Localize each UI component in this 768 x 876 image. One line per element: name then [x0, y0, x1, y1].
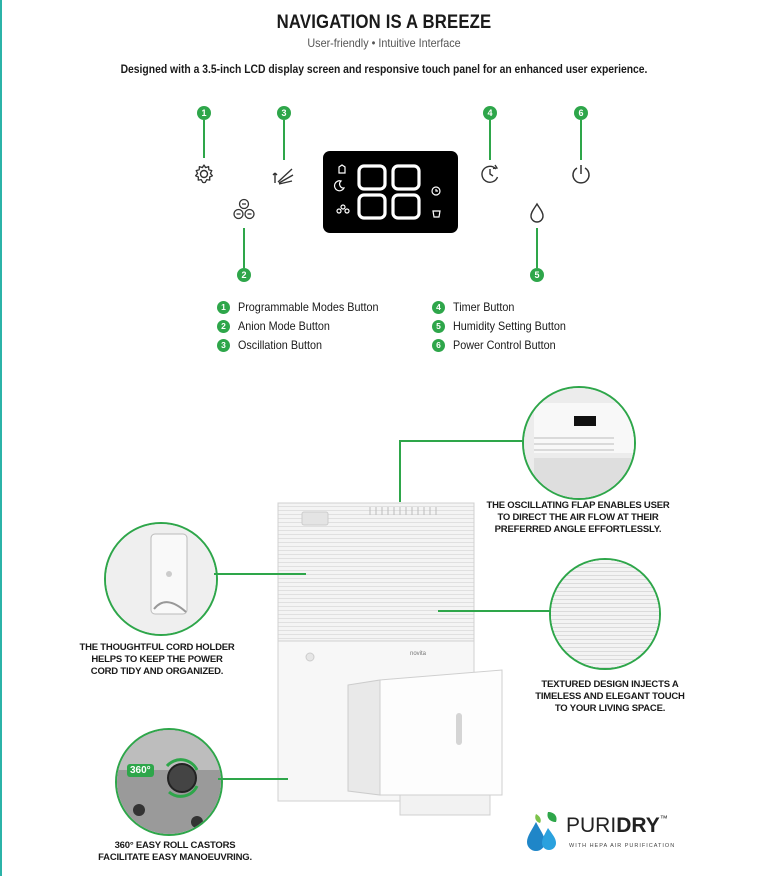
callout-line-4	[489, 120, 491, 160]
texture-photo	[549, 558, 661, 670]
callout-badge-5: 5	[530, 268, 544, 282]
legend-badge: 1	[217, 300, 230, 314]
timer-icon[interactable]	[479, 163, 501, 185]
callout-badge-3: 3	[277, 106, 291, 120]
legend-badge: 5	[432, 319, 445, 333]
lcd-display: 88	[323, 151, 458, 233]
gear-icon[interactable]	[193, 163, 215, 185]
castor-connector	[218, 778, 288, 780]
legend-badge: 2	[217, 319, 230, 333]
intro-text: Designed with a 3.5-inch LCD display scr…	[120, 64, 648, 76]
texture-connector	[438, 610, 550, 612]
legend-label: Humidity Setting Button	[453, 319, 566, 333]
callout-badge-2: 2	[237, 268, 251, 282]
texture-caption: TEXTURED DESIGN INJECTS A TIMELESS AND E…	[535, 679, 685, 714]
left-border	[0, 0, 2, 876]
callout-badge-1: 1	[197, 106, 211, 120]
legend-label: Oscillation Button	[238, 338, 323, 352]
legend-item-3: 3 Oscillation Button	[217, 338, 331, 352]
legend-label: Timer Button	[453, 300, 515, 314]
cord-holder-photo	[104, 522, 218, 636]
callout-line-6	[580, 120, 582, 160]
castor-photo: 360°	[115, 728, 223, 836]
anion-icon[interactable]	[233, 198, 255, 224]
flap-connector	[400, 440, 524, 442]
callout-line-1	[203, 120, 205, 158]
legend-item-4: 4 Timer Button	[432, 300, 521, 314]
legend-item-5: 5 Humidity Setting Button	[432, 319, 578, 333]
page-subtitle: User-friendly • Intuitive Interface	[307, 36, 461, 50]
rotation-badge: 360°	[127, 764, 154, 777]
callout-line-5	[536, 228, 538, 268]
water-drop-logo-icon	[527, 812, 557, 851]
legend-badge: 6	[432, 338, 445, 352]
cord-caption: THE THOUGHTFUL CORD HOLDER HELPS TO KEEP…	[79, 642, 235, 677]
legend-label: Programmable Modes Button	[238, 300, 379, 314]
droplet-icon[interactable]	[528, 202, 546, 224]
oscillation-icon[interactable]	[272, 163, 296, 185]
legend-item-1: 1 Programmable Modes Button	[217, 300, 394, 314]
puridry-logo: PURIDRY™ WITH HEPA AIR PURIFICATION	[522, 808, 702, 858]
callout-badge-4: 4	[483, 106, 497, 120]
legend-item-6: 6 Power Control Button	[432, 338, 567, 352]
legend-badge: 4	[432, 300, 445, 314]
legend-label: Anion Mode Button	[238, 319, 330, 333]
logo-tagline: WITH HEPA AIR PURIFICATION	[569, 843, 676, 849]
legend-label: Power Control Button	[453, 338, 556, 352]
flap-photo	[522, 386, 636, 500]
cord-connector	[214, 573, 306, 575]
page-title: NAVIGATION IS A BREEZE	[276, 12, 492, 33]
legend-badge: 3	[217, 338, 230, 352]
logo-name-light: PURI	[566, 814, 617, 837]
callout-badge-6: 6	[574, 106, 588, 120]
castor-caption: 360° EASY ROLL CASTORS FACILITATE EASY M…	[98, 840, 252, 863]
flap-caption: THE OSCILLATING FLAP ENABLES USER TO DIR…	[486, 500, 670, 535]
brand-mark: novita	[410, 651, 427, 657]
power-icon[interactable]	[570, 163, 592, 185]
logo-trademark: ™	[659, 814, 668, 823]
logo-name-bold: DRY	[616, 814, 660, 837]
dehumidifier-image: novita	[277, 502, 503, 816]
flap-connector-vertical	[399, 440, 401, 502]
callout-line-2	[243, 228, 245, 268]
callout-line-3	[283, 120, 285, 160]
legend-item-2: 2 Anion Mode Button	[217, 319, 340, 333]
